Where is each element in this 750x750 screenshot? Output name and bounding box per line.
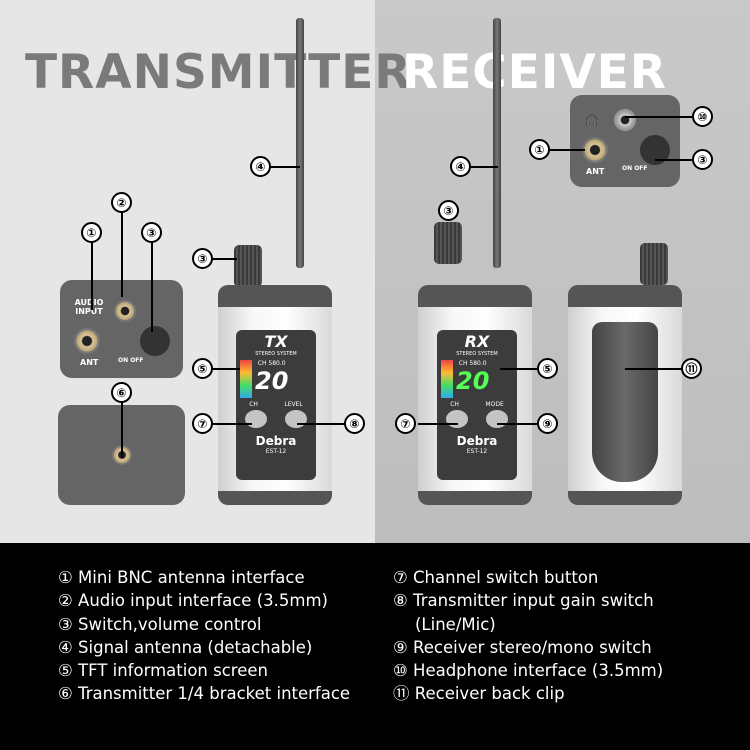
callout-3: ③: [141, 222, 162, 243]
legend-item: ③ Switch,volume control: [58, 614, 262, 634]
callout-5: ⑤: [192, 358, 213, 379]
onoff-label: ON OFF: [118, 357, 144, 364]
callout-4: ④: [450, 156, 471, 177]
tx-channel-number: 20: [255, 367, 289, 395]
rx-mode-button[interactable]: [486, 410, 508, 428]
legend-item: (Line/Mic): [415, 614, 496, 634]
tx-model: EST-12: [265, 448, 287, 455]
rx-volume-knob: [434, 222, 462, 264]
tx-channel: CH 580.0: [257, 360, 286, 367]
legend-item: ⑥ Transmitter 1/4 bracket interface: [58, 684, 351, 704]
callout-7: ⑦: [395, 413, 416, 434]
rx-ant-jack: [582, 137, 608, 163]
tx-level-meter: [240, 360, 252, 398]
callout-3: ③: [692, 149, 713, 170]
callout-5: ⑤: [537, 358, 558, 379]
callout-10: ⑩: [692, 106, 713, 127]
callout-3: ③: [192, 248, 213, 269]
tx-ch-button[interactable]: [245, 410, 267, 428]
audio-input-jack: [114, 300, 136, 322]
rx-back-knob: [640, 243, 668, 285]
rx-channel: CH 580.0: [458, 360, 487, 367]
ant-label: ANT: [80, 358, 99, 367]
leader-line: [212, 368, 240, 370]
rx-ch-button[interactable]: [446, 410, 468, 428]
transmitter-title: TRANSMITTER: [25, 45, 412, 100]
rx-ch-label: CH: [450, 401, 459, 408]
callout-1: ①: [529, 139, 550, 160]
audio-input-label: AUDIO INPUT: [74, 298, 104, 316]
rx-ant-label: ANT: [586, 167, 605, 176]
legend-item: ⑪ Receiver back clip: [393, 684, 565, 704]
power-volume-knob: [140, 326, 170, 356]
leader-line: [297, 423, 345, 425]
rx-antenna: [493, 18, 501, 268]
tx-ch-label: CH: [249, 401, 258, 408]
callout-8: ⑧: [344, 413, 365, 434]
rx-front-panel: RX STEREO SYSTEM CH 580.0 20 CH MODE Debr…: [437, 330, 517, 480]
leader-line: [625, 368, 681, 370]
receiver-title: RECEIVER: [402, 45, 668, 100]
legend-item: ⑦ Channel switch button: [393, 568, 599, 587]
tx-level-label: LEVEL: [284, 401, 303, 408]
tx-brand: Debra: [255, 434, 297, 448]
tx-logo: TX: [264, 332, 288, 351]
legend-item: ⑧ Transmitter input gain switch: [393, 591, 654, 611]
leader-line: [550, 149, 585, 151]
rx-brand: Debra: [456, 434, 498, 448]
leader-line: [212, 423, 252, 425]
callout-2: ②: [111, 192, 132, 213]
rx-model: EST-12: [466, 448, 488, 455]
leader-line: [151, 242, 153, 332]
callout-9: ⑨: [537, 413, 558, 434]
rx-level-meter: [441, 360, 453, 398]
leader-line: [500, 368, 537, 370]
callout-1: ①: [81, 222, 102, 243]
tx-front-panel: TX STEREO SYSTEM CH 580.0 20 CH LEVEL Deb…: [236, 330, 316, 480]
legend-right: ⑦ Channel switch button ⑧ Transmitter in…: [393, 566, 663, 706]
tx-system-label: STEREO SYSTEM: [255, 351, 297, 357]
headphone-jack: [614, 109, 636, 131]
callout-7: ⑦: [192, 413, 213, 434]
legend-left: ① Mini BNC antenna interface ② Audio inp…: [58, 566, 350, 706]
rx-back-clip: [592, 322, 658, 482]
rx-onoff-label: ON OFF: [622, 165, 648, 172]
callout-3: ③: [438, 200, 459, 221]
legend-item: ⑨ Receiver stereo/mono switch: [393, 637, 652, 657]
legend-item: ① Mini BNC antenna interface: [58, 568, 305, 587]
tx-level-button[interactable]: [285, 410, 307, 428]
leader-line: [497, 423, 537, 425]
rx-top-panel: 🎧 ANT ON OFF: [570, 95, 680, 187]
rx-channel-number: 20: [456, 367, 490, 395]
leader-line: [625, 116, 692, 118]
legend-item: ⑤ TFT information screen: [58, 661, 268, 681]
legend-item: ⑩ Headphone interface (3.5mm): [393, 661, 664, 681]
leader-line: [470, 166, 498, 168]
leader-line: [121, 402, 123, 457]
leader-line: [270, 166, 300, 168]
leader-line: [212, 258, 237, 260]
callout-4: ④: [250, 156, 271, 177]
ant-jack: [74, 328, 100, 354]
callout-6: ⑥: [111, 382, 132, 403]
callout-11: ⑪: [681, 358, 702, 379]
rx-mode-label: MODE: [485, 401, 504, 408]
leader-line: [121, 212, 123, 297]
leader-line: [91, 242, 93, 310]
legend-item: ④ Signal antenna (detachable): [58, 637, 313, 657]
leader-line: [418, 423, 458, 425]
rx-system-label: STEREO SYSTEM: [456, 351, 498, 357]
headphone-icon: 🎧: [584, 113, 599, 127]
leader-line: [655, 159, 692, 161]
rx-logo: RX: [464, 332, 490, 351]
tx-volume-knob: [234, 245, 262, 287]
tx-antenna: [296, 18, 304, 268]
legend-item: ② Audio input interface (3.5mm): [58, 591, 328, 611]
